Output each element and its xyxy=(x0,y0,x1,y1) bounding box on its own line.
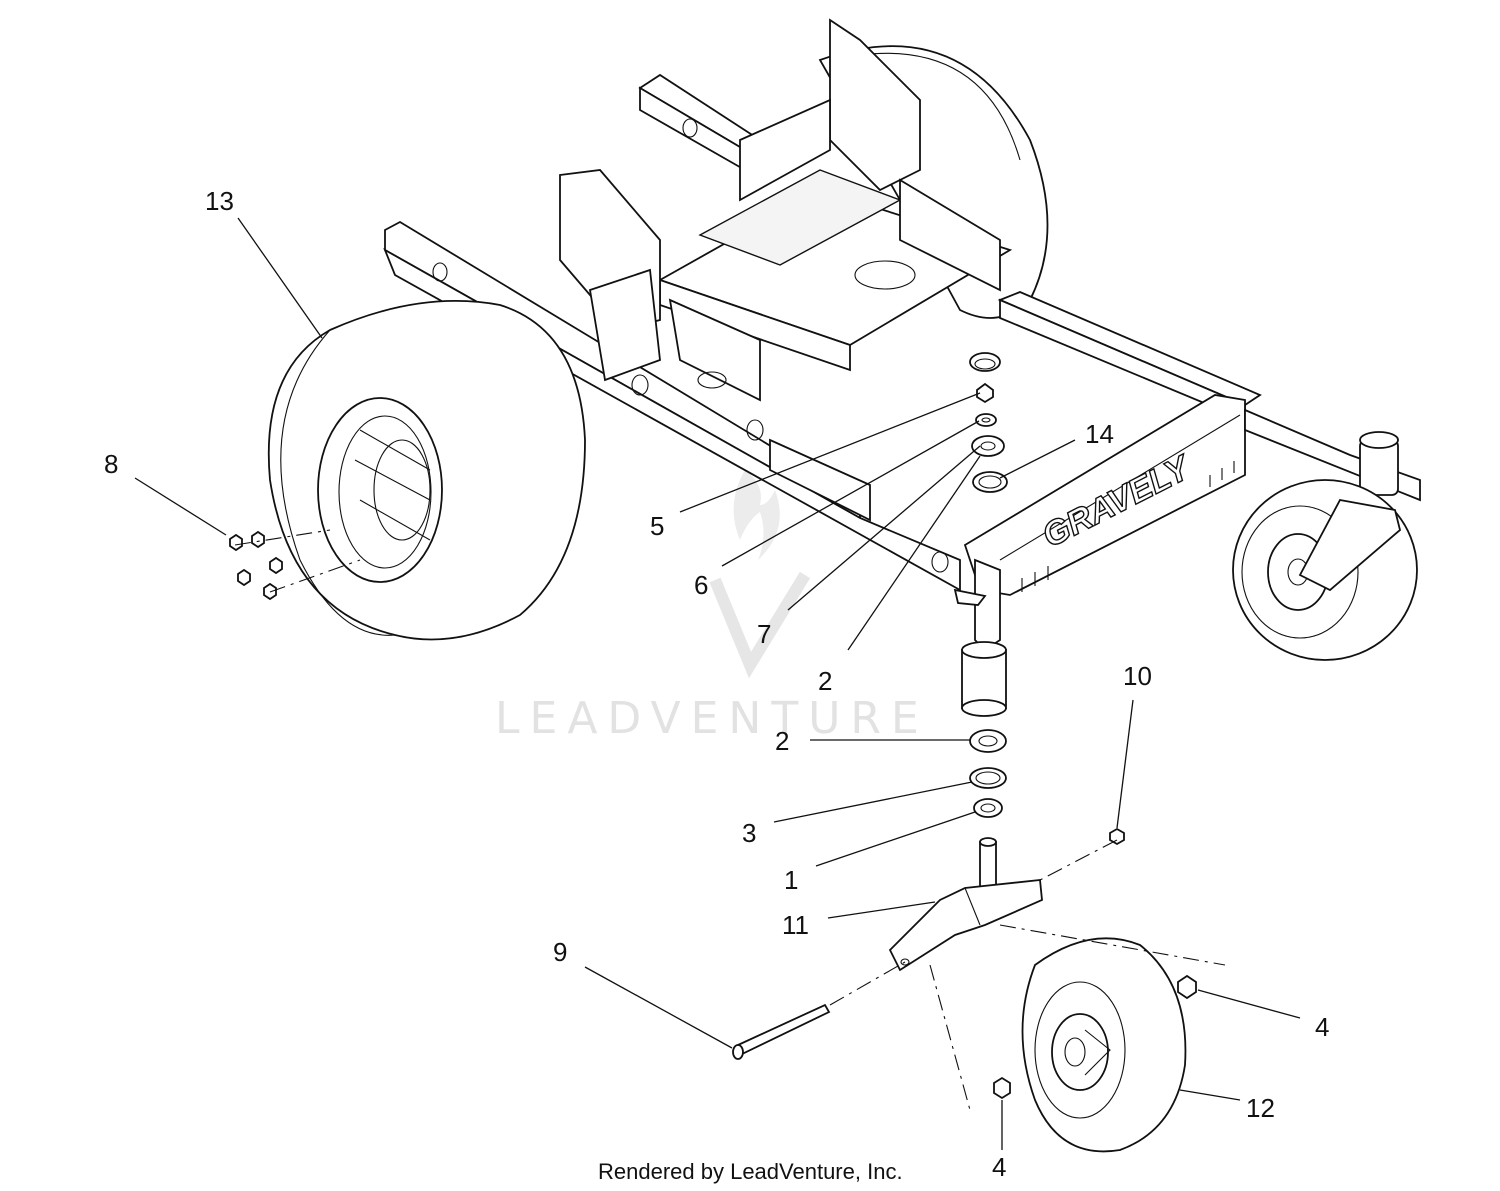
callout-3: 3 xyxy=(742,818,756,848)
callout-1: 1 xyxy=(784,865,798,895)
callout-11: 11 xyxy=(782,910,809,940)
callout-13: 13 xyxy=(205,186,234,216)
callout-14: 14 xyxy=(1085,419,1114,449)
callout-9: 9 xyxy=(553,937,567,967)
callout-10: 10 xyxy=(1123,661,1152,691)
front-caster-wheel-right xyxy=(1232,479,1418,661)
leader-lines xyxy=(134,217,1301,1150)
callout-labels: 13 8 14 5 6 7 2 10 2 3 1 11 9 4 12 4 xyxy=(104,186,1329,1182)
rear-tire-left xyxy=(267,300,586,641)
callout-7: 7 xyxy=(757,619,771,649)
mower-frame xyxy=(383,18,1262,592)
callout-5: 5 xyxy=(650,511,664,541)
callout-8: 8 xyxy=(104,449,118,479)
assembly-centerlines xyxy=(234,529,1226,1111)
callout-12: 12 xyxy=(1246,1093,1275,1123)
caster-wheel xyxy=(1021,937,1187,1153)
callout-4-upper: 4 xyxy=(1315,1012,1329,1042)
axle-nut xyxy=(1109,827,1125,846)
pivot-stack-upper xyxy=(969,352,1008,493)
callout-2-upper: 2 xyxy=(818,666,832,696)
callout-4-lower: 4 xyxy=(992,1152,1006,1182)
caster-fork xyxy=(888,837,1043,972)
render-credit: Rendered by LeadVenture, Inc. xyxy=(598,1159,903,1184)
lug-nuts xyxy=(229,530,283,601)
spacer-nut-lower xyxy=(993,1076,1011,1100)
caster-tube xyxy=(961,641,1007,717)
bearing-stack-lower xyxy=(969,729,1007,818)
axle-bolt xyxy=(732,1003,831,1060)
callout-2-lower: 2 xyxy=(775,726,789,756)
leadventure-watermark: LEADVENTURE xyxy=(495,470,929,744)
callout-6: 6 xyxy=(694,570,708,600)
spacer-nut-upper xyxy=(1177,974,1197,1000)
watermark-text: LEADVENTURE xyxy=(495,693,929,744)
